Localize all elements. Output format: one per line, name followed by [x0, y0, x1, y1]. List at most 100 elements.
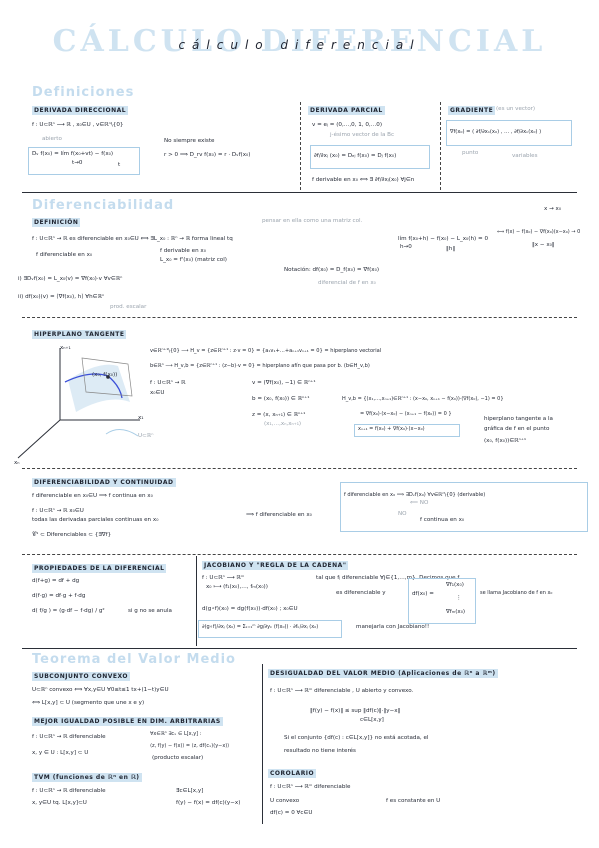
sub-l2: ⟺ L[x,y] ⊂ U (segmento que une x e y) [32, 700, 145, 706]
cor-l3: df(c) = 0 ∀c∈U [270, 810, 313, 816]
gradiente-formula: ∇f(x₀) = ( ∂f/∂x₁(x₀) , … , ∂f/∂xₙ(x₀) ) [450, 129, 542, 135]
gradiente-punto: punto [462, 150, 479, 156]
mi-r3: (producto escalar) [152, 755, 204, 761]
section-rule [22, 648, 577, 649]
hp-l3b: x₀∈U [150, 390, 165, 396]
dd-abierto: abierto [42, 136, 62, 142]
hp-l1: v∈ℝⁿ⁺¹\{0} ⟶ H_v = {z∈ℝⁿ⁺¹ : z·v = 0} = … [150, 348, 382, 354]
def-lx0: L_x₀ = f'(x₀) (matriz col) [160, 257, 227, 263]
def-alt-den: ‖x − x₀‖ [532, 242, 555, 248]
def-line1: f : U⊂ℝⁿ → ℝ es diferenciable en x₀∈U ⟺ … [32, 236, 233, 242]
prop-p2: d(f·g) = df·g + f·dg [32, 593, 86, 599]
dp-nota: f derivable en x₀ ⟺ ∃ ∂f/∂xⱼ(x₀) ∀j∈n [312, 177, 415, 183]
hp-l5-sub: (x₁,…,xₙ,xₙ₊₁) [264, 421, 302, 427]
jac-l2: x₀ ⟼ (f₁(x₀),…, fₘ(x₀)) [206, 584, 268, 590]
jac-chain1: d(g∘f)(x₀) = dg(f(x₀))·df(x₀) ; x₀∈U [202, 606, 298, 612]
des-l1: f : U⊂ℝⁿ ⟶ ℝᵐ diferenciable , U abierto … [270, 688, 414, 694]
mi-l1: f : U⊂ℝⁿ → ℝ diferenciable [32, 734, 106, 740]
divider [440, 102, 441, 190]
section-rule [22, 192, 577, 193]
dd-formula-lim: t→0 [72, 160, 83, 166]
hp-note1: hiperplano tangente a la [484, 416, 553, 422]
derivada-direccional-header: DERIVADA DIRECCIONAL [32, 106, 129, 115]
jac-matrix-box [408, 578, 476, 624]
hp-result-box [354, 424, 460, 437]
tvm-header: TVM (funciones de ℝⁿ en ℝ) [32, 773, 142, 782]
hp-l4: b = (x₀, f(x₀)) ∈ ℝⁿ⁺¹ [252, 396, 310, 402]
def-lim: lím f(x₀+h) − f(x₀) − L_x₀(h) = 0 [398, 236, 489, 242]
dp-line1: v = eⱼ = (0,…,0, 1, 0,…0) [312, 122, 383, 128]
desigualdad-header: DESIGUALDAD DEL VALOR MEDIO (Aplicacione… [268, 669, 498, 678]
def-lim-sub: h→0 [400, 244, 412, 250]
jacobiano-header: JACOBIANO Y "REGLA DE LA CADENA" [202, 561, 349, 570]
hp-x1: x₁ [138, 415, 144, 421]
dp-formula-box [310, 145, 430, 169]
gradiente-variables: variables [512, 153, 538, 159]
dd-no-siempre: No siempre existe [164, 138, 215, 144]
gradiente-box [446, 120, 572, 146]
def-i: i) ∃Dᵥf(x₀) = L_x₀(v) = ∇f(x₀)·v ∀v∈ℝⁿ [18, 276, 123, 282]
hp-note3: (x₀, f(x₀))∈ℝⁿ⁺¹ [484, 438, 527, 444]
dc-l3r: ⟹ f diferenciable en x₀ [246, 512, 312, 518]
derivada-parcial-header: DERIVADA PARCIAL [308, 106, 385, 115]
sub-l1: U⊂ℝⁿ convexo ⟺ ∀x,y∈U ∀0≤t≤1 tx+(1−t)y∈U [32, 687, 169, 693]
definicion-header: DEFINICIÓN [32, 218, 81, 227]
def-alt-top: x → x₀ [544, 206, 562, 212]
hp-l3c: v = (∇f(x₀), −1) ∈ ℝⁿ⁺¹ [252, 380, 316, 386]
hp-l5: z = (x, xₙ₊₁) ∈ ℝⁿ⁺¹ [252, 412, 306, 418]
def-alt: ⟺ f(x) − f(x₀) − ∇f(x₀)(x−x₀) → 0 [497, 229, 581, 235]
gradiente-header: GRADIENTE [448, 106, 496, 115]
prop-p1: d(f+g) = df + dg [32, 578, 80, 584]
page-title: CÁLCULO DIFERENCIAL [52, 24, 547, 59]
dc-r1-sub: ⟸ NO [410, 500, 429, 506]
prop-p3: d( f/g ) = (g·df − f·dg) / g² [32, 608, 105, 614]
jac-row1: ∇f₁(x₀) [446, 582, 464, 588]
section-rule [22, 468, 577, 469]
hiperplano-diagram [17, 348, 140, 459]
cor-l2: U convexo [270, 798, 300, 804]
hp-result: xₙ₊₁ = f(x₀) + ∇f(x₀)·(x−x₀) [358, 426, 425, 432]
jac-row3: ∇fₘ(x₀) [446, 609, 466, 615]
def-lim-den: ‖h‖ [446, 246, 456, 252]
def-notacion: Notación: df(x₀) = D_f(x₀) = ∇f(x₀) [284, 267, 380, 273]
def-pensar: pensar en ella como una matriz col. [262, 218, 363, 224]
dc-l2: f : U⊂ℝⁿ → ℝ x₀∈U [32, 508, 84, 514]
divider [300, 102, 301, 190]
def-prod-escalar: prod. escalar [110, 304, 147, 310]
hp-xn1: xₙ₊₁ [60, 345, 71, 351]
jac-note: se llama Jacobiano de f en x₀ [480, 590, 553, 596]
hp-h1: H_v,b = {(x₁,…,xₙ₊₁)∈ℝⁿ⁺¹ : (x−x₀, xₙ₊₁ … [342, 396, 504, 402]
page-title-ink: cálculo diferencial [178, 38, 421, 52]
hp-xn: xₙ [14, 460, 20, 466]
dd-formula: Dᵥ f(x₀) = lím f(x₀+vt) − f(x₀) [32, 151, 114, 157]
hp-l2: b∈ℝⁿ ⟶ H_v,b = {z∈ℝⁿ⁺¹ : (z−b)·v = 0} = … [150, 363, 370, 369]
jac-chain-box [198, 620, 342, 638]
dc-l3: todas las derivadas parciales continuas … [32, 517, 159, 523]
def-ii: ii) df(x₀)(v) = ⟨∇f(x₀), h⟩ ∀h∈ℝⁿ [18, 294, 105, 300]
jac-chain-note: manejarla con Jacobiano!! [356, 624, 430, 630]
dc-r2: f continua en x₀ [420, 517, 465, 523]
def-notacion-sub: diferencial de f en x₀ [318, 280, 376, 286]
divider [262, 664, 263, 824]
cor-l1: f : U⊂ℝⁿ ⟶ ℝᵐ diferenciable [270, 784, 351, 790]
divider [196, 556, 197, 646]
def-derivable: f derivable en x₀ [160, 248, 206, 254]
jac-l1r: tal que fⱼ diferenciable ∀j∈{1,…,m}. Dec… [316, 575, 460, 581]
tvm-l1: f : U⊂ℝⁿ → ℝ diferenciable [32, 788, 106, 794]
jac-label: df(x₀) = [412, 591, 434, 597]
dd-formula-den: t [118, 162, 121, 168]
section-rule [22, 554, 577, 555]
dd-formula-box [28, 147, 140, 175]
dc-r1: f diferenciable en x₀ ⟹ ∃Dᵥf(x₀) ∀v∈ℝⁿ\{… [344, 492, 486, 498]
def-f-dif: f diferenciable en x₀ [36, 252, 93, 258]
section-definiciones: Definiciones [32, 85, 135, 100]
des-l4: resultado no tiene interés [284, 748, 356, 754]
dp-formula: ∂f/∂xⱼ (x₀) = Dₑⱼ f(x₀) = Dⱼ f(x₀) [314, 153, 397, 159]
mejor-igualdad-header: MEJOR IGUALDAD POSIBLE EN DIM. ARBITRARI… [32, 717, 223, 726]
mi-r2: ⟨z, f(y) − f(x)⟩ = ⟨z, df(cₓ)(y−x)⟩ [150, 743, 230, 749]
cor-r: f es constante en U [386, 798, 441, 804]
jac-l2r: es diferenciable y [336, 590, 386, 596]
section-diferenciabilidad: Diferenciabilidad [32, 198, 175, 213]
dc-r2-sub: NO [398, 511, 407, 517]
tvm-r1: ∃c∈L[x,y] [176, 788, 204, 794]
